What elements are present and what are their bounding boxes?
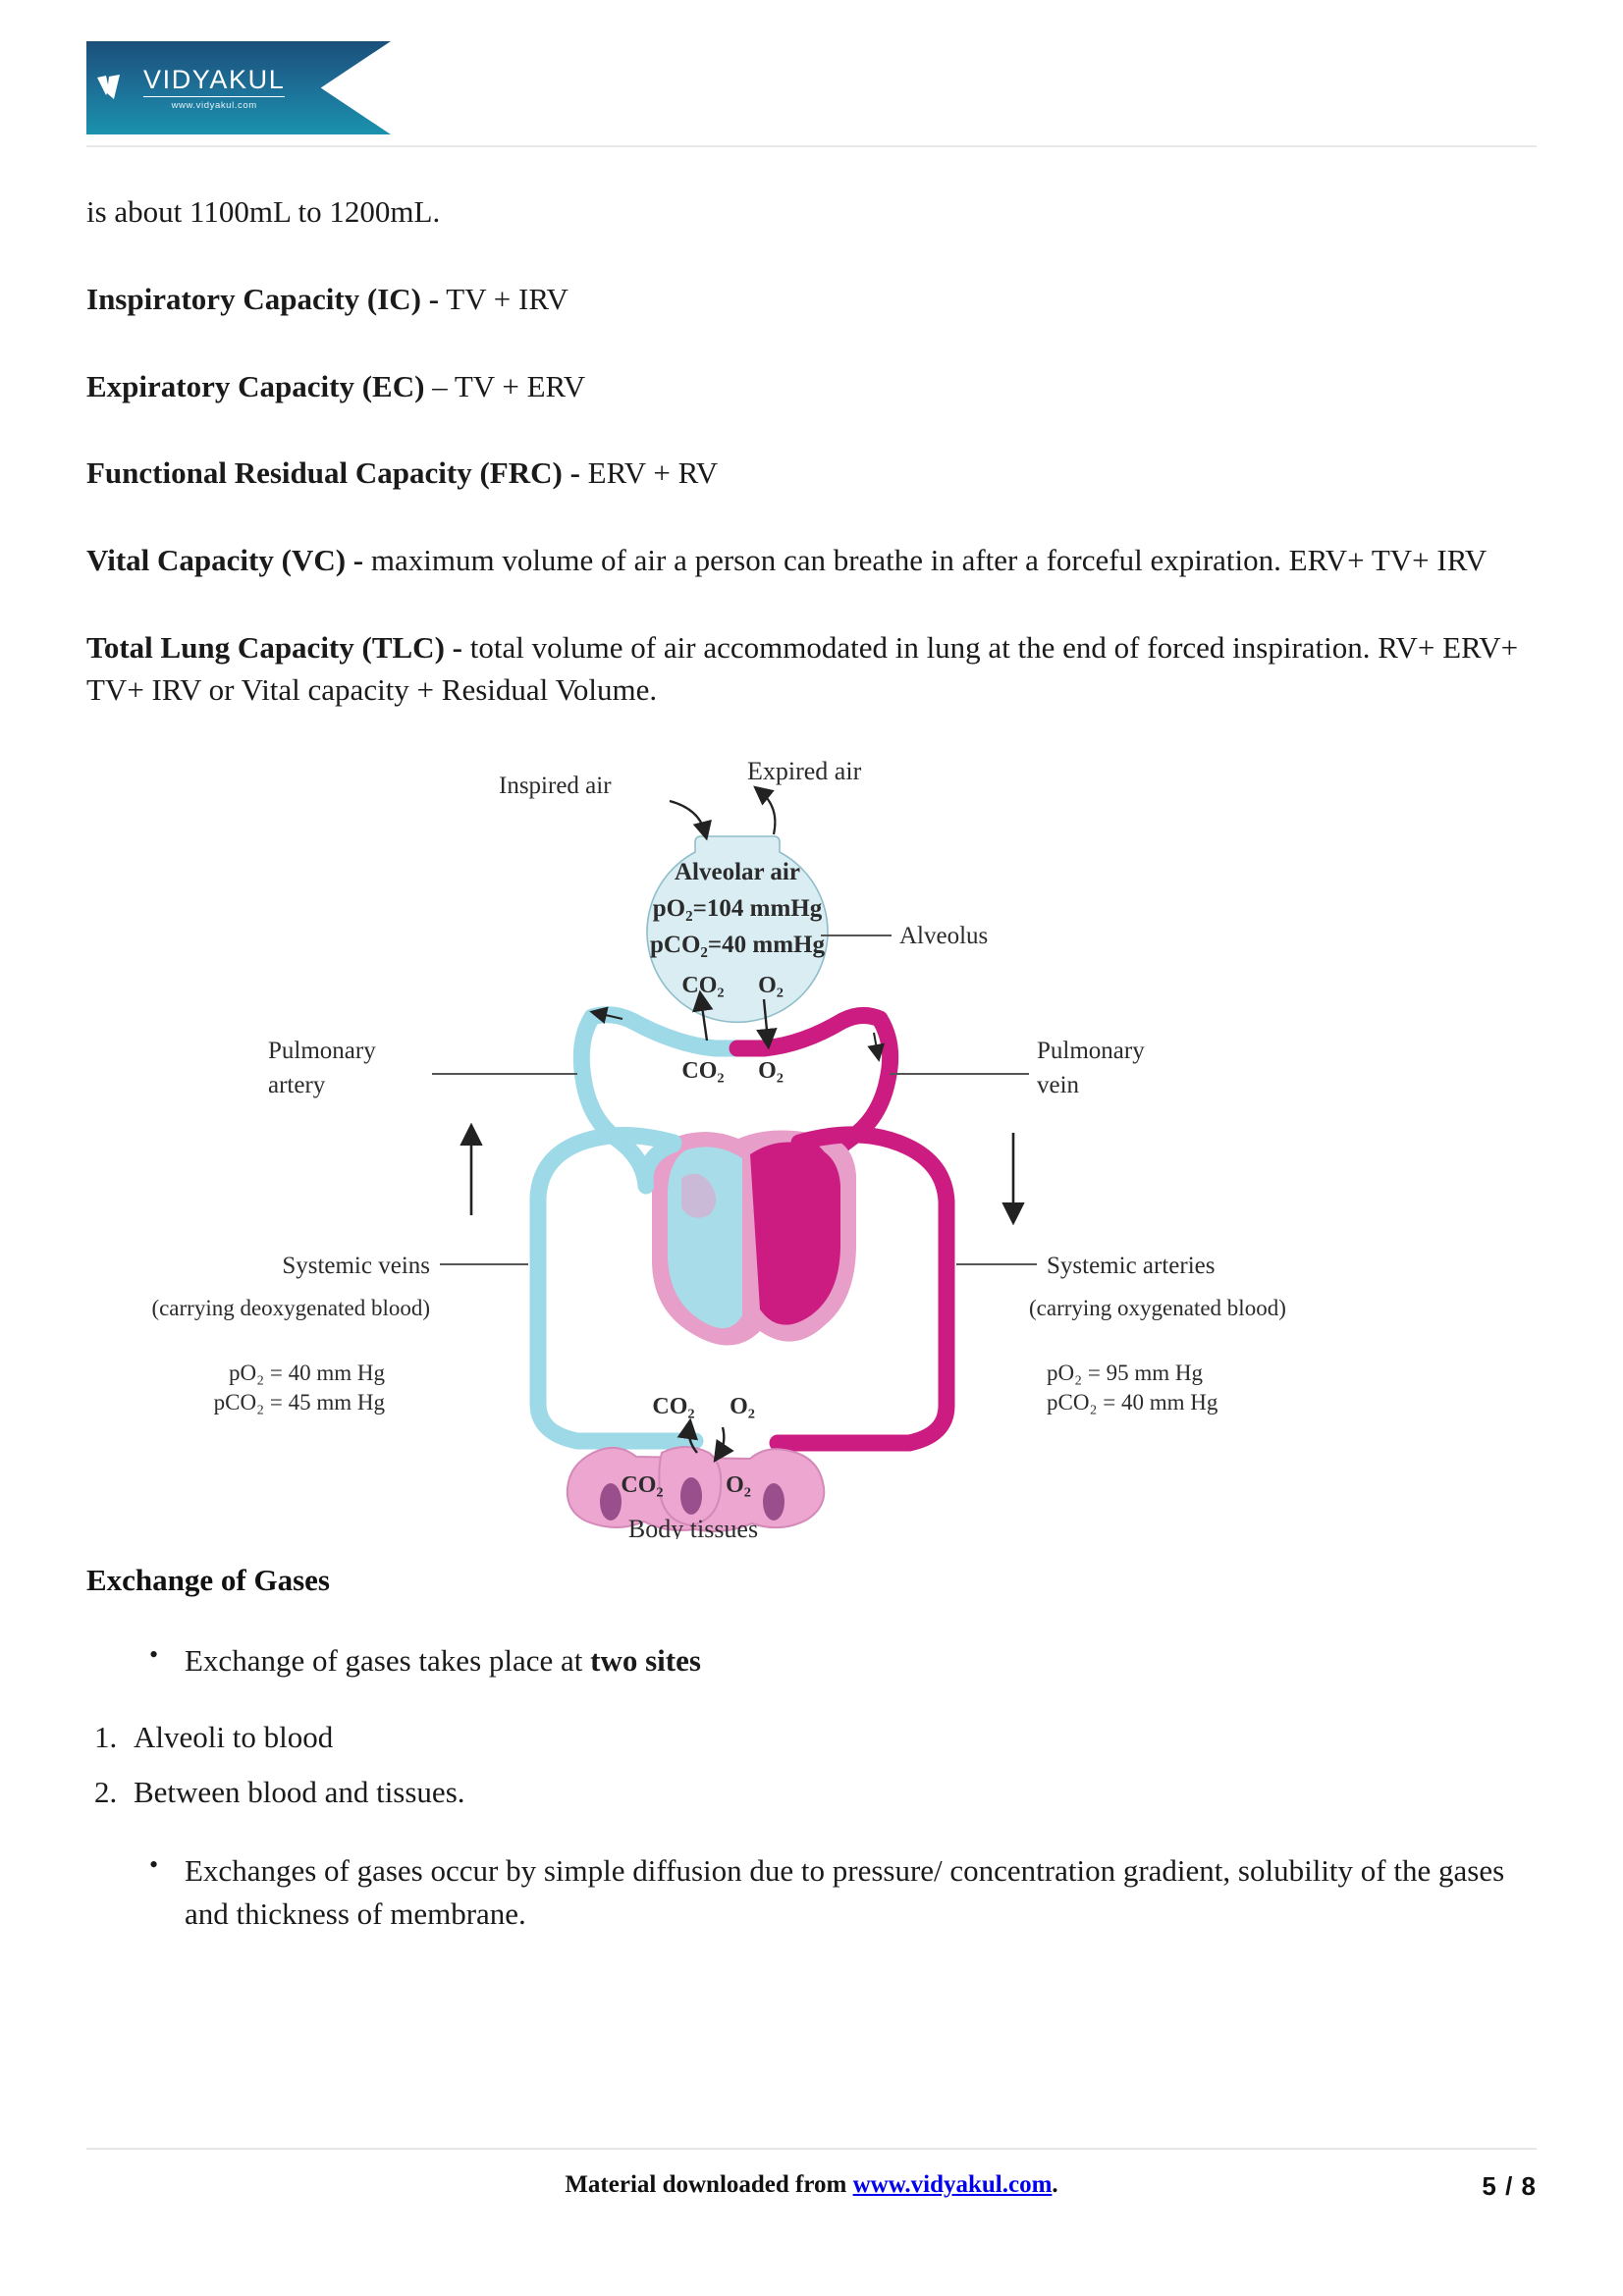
label-systemic-arteries: Systemic arteries [1047,1253,1215,1279]
tissue-nucleus-left [600,1483,622,1522]
para-text: total volume of air accommodated in lung… [86,629,1519,707]
label-systemic-arteries-sub: (carrying oxygenated blood) [1029,1296,1286,1320]
label-expired-air: Expired air [747,757,862,785]
page-footer: Material downloaded from www.vidyakul.co… [0,2148,1623,2266]
gas-exchange-svg: Alveolus Alveolar air pO₂=104 mmHg pCO₂=… [151,757,1286,1539]
pulmonary-artery-flow-arrow [589,1006,623,1025]
label-alveolus: Alveolus [899,923,988,949]
label-pulmonary-vein-2: vein [1037,1072,1080,1098]
capillary-magenta-upper [729,1007,889,1057]
inspired-air-arrow [669,800,712,841]
label-systemic-veins-po2: pO₂ = 40 mm Hg [229,1361,385,1385]
para-text: TV + IRV [439,281,568,316]
label-pulmonary-vein: Pulmonary [1037,1038,1145,1064]
paragraph-functional-residual-capacity: Functional Residual Capacity (FRC) - ERV… [86,453,1525,495]
label-tissue-co2-top: CO₂ [652,1394,694,1419]
pulmonary-artery-vessel [572,1008,655,1195]
label-systemic-arteries-po2: pO₂ = 95 mm Hg [1047,1361,1203,1385]
systemic-circuit-group: Systemic veins (carrying deoxygenated bl… [151,1122,1286,1452]
footer-text-suffix: . [1052,2171,1058,2198]
label-systemic-veins-sub: (carrying deoxygenated blood) [151,1296,430,1320]
label-systemic-veins-pco2: pCO₂ = 45 mm Hg [214,1390,386,1415]
air-flow-group: Inspired air Expired air [499,757,862,841]
tissue-nucleus-right [763,1483,784,1522]
label-alveolus-co2: CO₂ [681,973,724,998]
list-item: Between blood and tissues. [94,1771,465,1814]
logo-url: www.vidyakul.com [171,99,257,111]
para-text: – TV + ERV [424,368,586,403]
footer-text-prefix: Material downloaded from [565,2171,853,2198]
label-tissue-o2: O₂ [726,1472,751,1498]
label-pulmonary-artery-2: artery [268,1072,326,1098]
expired-air-arrow [753,785,777,835]
o2-to-blood-arrow [756,999,778,1050]
label-capillary-o2: O₂ [758,1058,784,1084]
label-alveolar-air: Alveolar air [675,859,800,885]
para-lead: Expiratory Capacity (EC) [86,368,425,403]
page-header: VIDYAKUL www.vidyakul.com [0,0,1623,147]
list-item: Exchanges of gases occur by simple diffu… [149,1847,1530,1936]
vidyakul-check-icon [97,75,120,99]
heart-group [637,1130,856,1346]
bullet-text-bold: two sites [590,1643,701,1679]
co2-to-alveolus-arrow [692,989,714,1041]
page-number: 5 / 8 [1482,2171,1537,2201]
systemic-arteries-vessel [769,1126,955,1452]
para-text: maximum volume of air a person can breat… [363,543,1488,578]
bullet-list-diffusion: Exchanges of gases occur by simple diffu… [86,1847,1530,1936]
label-systemic-arteries-pco2: pCO₂ = 40 mm Hg [1047,1390,1218,1415]
bullet-text-plain: Exchange of gases takes place at [185,1643,591,1679]
label-alveolus-o2: O₂ [758,973,784,998]
paragraph-vital-capacity: Vital Capacity (VC) - maximum volume of … [86,540,1525,582]
pulmonary-vein-flow-arrow [867,1033,886,1063]
heart-left-atrium-notch [774,1160,815,1206]
label-tissue-o2-top: O₂ [730,1394,755,1419]
body-tissues-group: CO₂ O₂ CO₂ O₂ Body tissues [566,1394,826,1539]
tissue-co2-arrow [676,1417,698,1455]
label-body-tissues: Body tissues [628,1515,758,1539]
systemic-veins-vessel [529,1127,704,1450]
heart-right-atrium-notch [681,1174,717,1219]
vidyakul-logo-text: VIDYAKUL www.vidyakul.com [143,66,286,111]
para-lead: Total Lung Capacity (TLC) - [86,629,462,665]
alveolus-group: Alveolus Alveolar air pO₂=104 mmHg pCO₂=… [646,835,988,1024]
label-inspired-air: Inspired air [499,773,612,799]
label-alveolar-pco2: pCO₂=40 mmHg [650,932,825,958]
section-heading-exchange-of-gases: Exchange of Gases [86,1563,330,1598]
footer-attribution: Material downloaded from www.vidyakul.co… [0,2171,1623,2199]
tissue-nucleus-center [680,1477,702,1516]
label-capillary-co2: CO₂ [681,1058,724,1084]
footer-divider [86,2148,1537,2150]
list-item: Alveoli to blood [94,1716,334,1759]
vidyakul-logo: VIDYAKUL www.vidyakul.com [96,53,381,124]
paragraph-inspiratory-capacity: Inspiratory Capacity (IC) - TV + IRV [86,279,1525,321]
label-tissue-co2: CO₂ [621,1472,663,1498]
paragraph-total-lung-capacity: Total Lung Capacity (TLC) - total volume… [86,627,1525,712]
tissue-o2-arrow [713,1427,734,1464]
para-text: ERV + RV [579,455,719,491]
numbered-list-sites: Alveoli to blood Between blood and tissu… [86,1716,1530,1814]
vidyakul-link[interactable]: www.vidyakul.com [852,2171,1053,2198]
para-lead: Vital Capacity (VC) - [86,543,364,578]
page-content: is about 1100mL to 1200mL. Inspiratory C… [86,191,1530,1969]
paragraph-expiratory-capacity: Expiratory Capacity (EC) – TV + ERV [86,366,1525,408]
logo-wordmark: VIDYAKUL [143,66,286,97]
alveolus-shape [646,835,829,1024]
para-lead: Inspiratory Capacity (IC) - [86,281,440,316]
para-lead: Functional Residual Capacity (FRC) - [86,455,580,491]
para-text: is about 1100mL to 1200mL. [86,194,441,229]
label-pulmonary-artery: Pulmonary [268,1038,376,1064]
label-alveolar-po2: pO₂=104 mmHg [653,895,823,922]
gas-exchange-diagram: Alveolus Alveolar air pO₂=104 mmHg pCO₂=… [86,754,1530,1539]
paragraph-continued: is about 1100mL to 1200mL. [86,191,1525,234]
list-item: Exchange of gases takes place at two sit… [149,1637,1530,1682]
header-divider [86,145,1537,147]
label-systemic-veins: Systemic veins [282,1253,430,1279]
bullet-list-sites: Exchange of gases takes place at two sit… [86,1637,1530,1682]
